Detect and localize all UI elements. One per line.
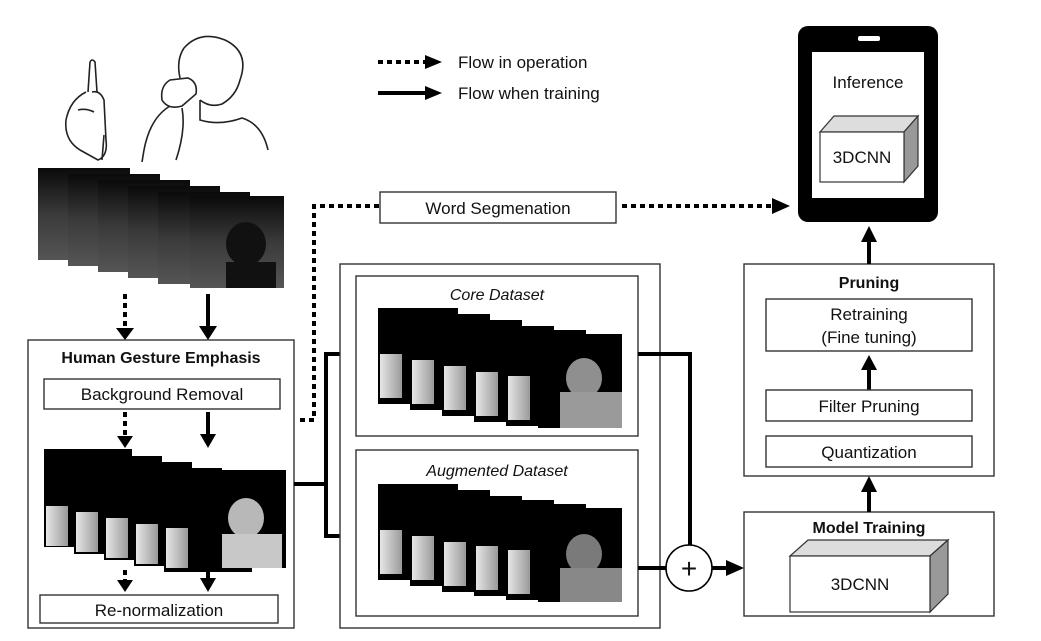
background-removal-box: [43, 378, 281, 410]
phone-speaker: [858, 36, 880, 41]
training-3dcnn-block: [789, 555, 931, 613]
phone-3dcnn-label: 3DCNN: [833, 148, 892, 167]
fine-tuning-label: (Fine tuning): [821, 328, 916, 347]
word-segmentation-box: [379, 191, 617, 224]
renormalization-label: Re-normalization: [95, 601, 224, 620]
to-core-dataset-path: [294, 352, 344, 486]
phone-3dcnn-block: [819, 131, 905, 183]
core-dataset-frames: [378, 308, 622, 428]
core-dataset-title: Core Dataset: [450, 287, 545, 304]
pruning-title: Pruning: [839, 275, 899, 292]
quantization-label: Quantization: [821, 443, 916, 462]
legend-solid-label: Flow when training: [458, 84, 600, 103]
augmented-dataset-title: Augmented Dataset: [425, 463, 568, 480]
to-augmented-dataset-path: [324, 484, 344, 538]
retraining-box: [765, 298, 973, 352]
augmented-dataset-frames: [378, 484, 622, 602]
training-3dcnn-label: 3DCNN: [831, 575, 890, 594]
word-segmentation-label: Word Segmenation: [425, 199, 570, 218]
quantization-box: [765, 435, 973, 468]
combine-symbol: +: [681, 553, 697, 584]
background-removal-label: Background Removal: [81, 385, 244, 404]
inference-label: Inference: [833, 73, 904, 92]
processed-depth-frames: [44, 449, 286, 572]
legend-dotted-label: Flow in operation: [458, 53, 587, 72]
word-seg-input-path: [300, 204, 380, 422]
filter-pruning-box: [765, 389, 973, 422]
retraining-label: Retraining: [830, 305, 908, 324]
legend: Flow in operation Flow when training: [378, 53, 600, 103]
gesture-sketch: [64, 35, 269, 163]
smartphone: Inference 3DCNN: [798, 26, 938, 222]
renormalization-box: [39, 594, 279, 624]
core-to-combine-path: [638, 352, 692, 546]
model-training-title: Model Training: [813, 520, 926, 537]
gesture-emphasis-title: Human Gesture Emphasis: [61, 350, 260, 367]
filter-pruning-label: Filter Pruning: [818, 397, 919, 416]
raw-depth-frames: [38, 168, 284, 288]
